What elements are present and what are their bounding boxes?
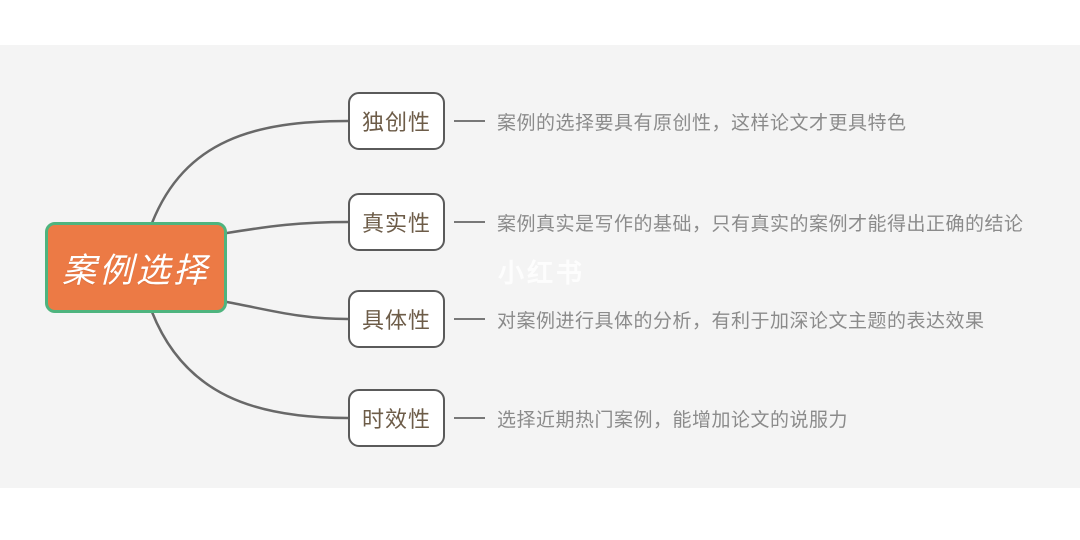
dash-connector (454, 417, 485, 419)
branch-node-authenticity: 真实性 (348, 193, 445, 251)
branch-row-timeliness: 时效性 选择近期热门案例，能增加论文的说服力 (348, 389, 848, 447)
branch-label-specificity: 具体性 (361, 309, 431, 334)
branch-node-timeliness: 时效性 (348, 389, 445, 447)
root-node-case-selection: 案例选择 (45, 222, 227, 313)
branch-label-timeliness: 时效性 (361, 408, 431, 433)
root-node-label: 案例选择 (62, 251, 210, 291)
branch-description-authenticity: 案例真实是写作的基础，只有真实的案例才能得出正确的结论 (497, 212, 1024, 235)
branch-row-authenticity: 真实性 案例真实是写作的基础，只有真实的案例才能得出正确的结论 (348, 193, 1024, 251)
branch-row-originality: 独创性 案例的选择要具有原创性，这样论文才更具特色 (348, 92, 907, 150)
branch-description-originality: 案例的选择要具有原创性，这样论文才更具特色 (497, 111, 907, 134)
branch-description-timeliness: 选择近期热门案例，能增加论文的说服力 (497, 408, 849, 431)
dash-connector (454, 221, 485, 223)
dash-connector (454, 120, 485, 122)
branch-description-specificity: 对案例进行具体的分析，有利于加深论文主题的表达效果 (497, 309, 985, 332)
branch-node-specificity: 具体性 (348, 290, 445, 348)
branch-label-authenticity: 真实性 (361, 212, 431, 237)
branch-label-originality: 独创性 (361, 111, 431, 136)
dash-connector (454, 318, 485, 320)
branch-row-specificity: 具体性 对案例进行具体的分析，有利于加深论文主题的表达效果 (348, 290, 985, 348)
branch-node-originality: 独创性 (348, 92, 445, 150)
